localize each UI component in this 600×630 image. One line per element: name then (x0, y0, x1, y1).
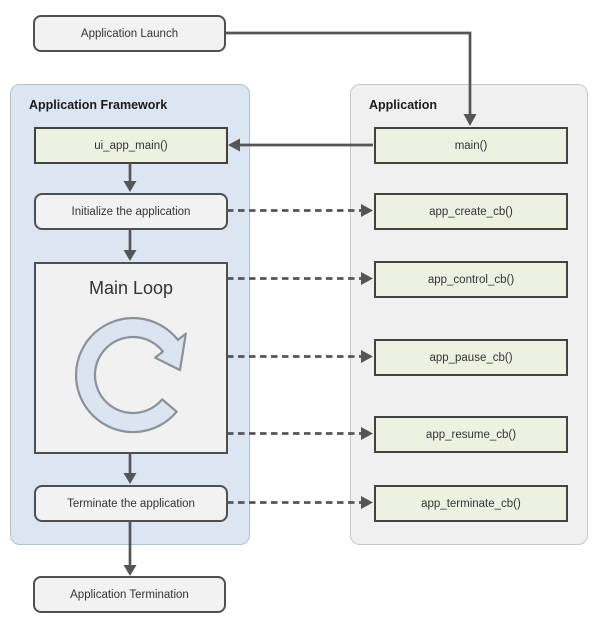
node-ui-app-main: ui_app_main() (34, 127, 228, 164)
node-app-terminate-cb: app_terminate_cb() (374, 485, 568, 522)
node-app-pause-cb: app_pause_cb() (374, 339, 568, 376)
loop-icon (74, 316, 187, 434)
node-main-loop: Main Loop (34, 262, 228, 454)
application-framework-title: Application Framework (29, 98, 168, 112)
node-app-control-cb-label: app_control_cb() (427, 273, 515, 286)
container-application: Application main() app_create_cb() app_c… (350, 84, 588, 545)
container-application-framework: Application Framework ui_app_main() Init… (10, 84, 250, 545)
node-app-resume-cb-label: app_resume_cb() (425, 428, 517, 441)
node-initialize-application: Initialize the application (34, 193, 228, 230)
node-app-resume-cb: app_resume_cb() (374, 416, 568, 453)
node-application-termination-label: Application Termination (70, 588, 189, 601)
node-ui-app-main-label: ui_app_main() (94, 139, 168, 152)
node-application-launch: Application Launch (33, 15, 226, 52)
node-app-create-cb-label: app_create_cb() (429, 205, 513, 218)
application-title: Application (369, 98, 438, 112)
node-app-control-cb: app_control_cb() (374, 261, 568, 298)
main-loop-label: Main Loop (88, 278, 174, 298)
node-app-terminate-cb-label: app_terminate_cb() (421, 497, 521, 510)
node-terminate-application: Terminate the application (34, 485, 228, 522)
node-application-termination: Application Termination (33, 576, 226, 613)
node-terminate-label: Terminate the application (67, 497, 195, 510)
node-main-label: main() (454, 139, 488, 152)
node-application-launch-label: Application Launch (80, 27, 179, 40)
node-app-pause-cb-label: app_pause_cb() (429, 351, 513, 364)
node-main: main() (374, 127, 568, 164)
node-initialize-label: Initialize the application (71, 205, 191, 218)
node-app-create-cb: app_create_cb() (374, 193, 568, 230)
